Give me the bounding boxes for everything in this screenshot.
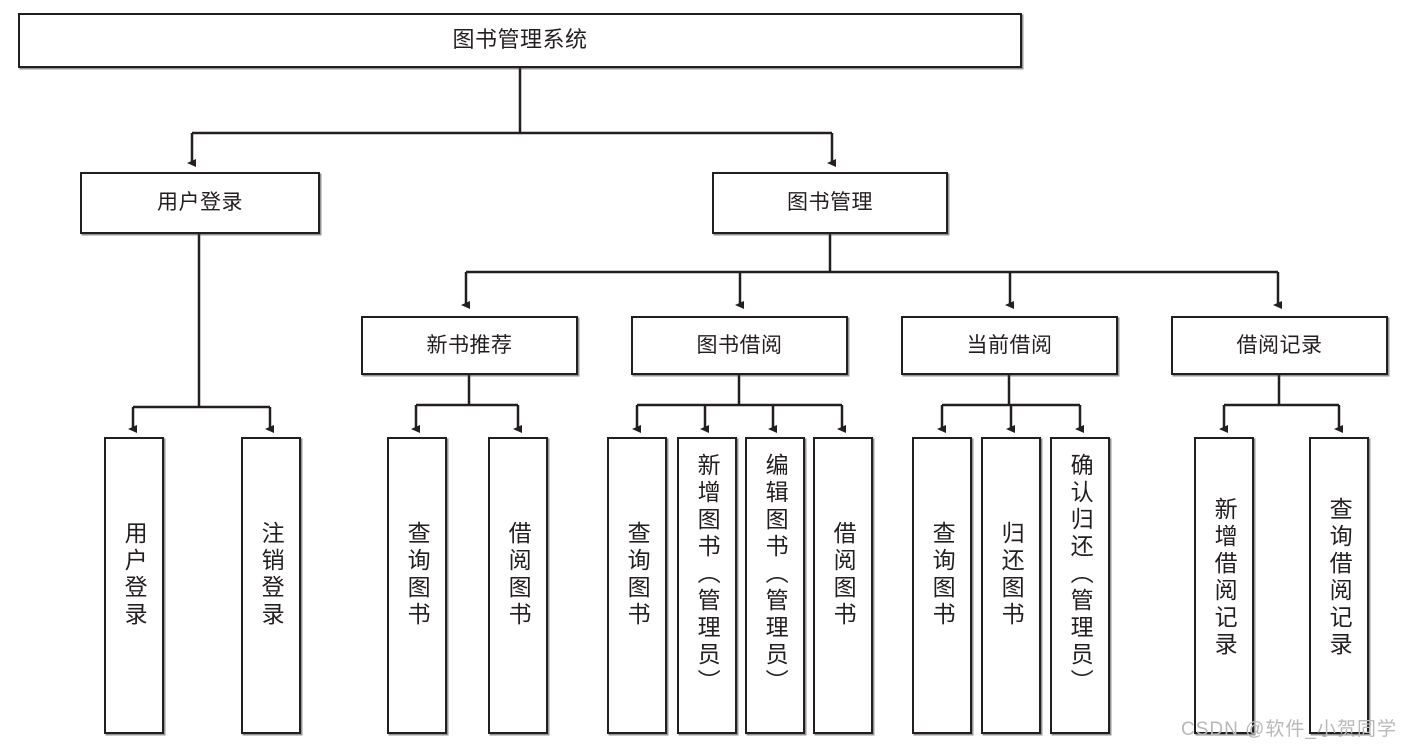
node-label: 图书管理 [787, 191, 873, 215]
leaf-node-user-login[interactable]: 用户登录 [104, 437, 164, 734]
leaf-node-edit-book-admin[interactable]: 编辑图书（管理员） [745, 437, 805, 734]
leaf-node-logout[interactable]: 注销登录 [241, 437, 301, 734]
node-label: 图书管理系统 [452, 27, 588, 53]
node-borrowing-record[interactable]: 借阅记录 [1171, 316, 1388, 375]
leaf-node-query-borrow-record[interactable]: 查询借阅记录 [1309, 437, 1369, 734]
node-label: 注销登录 [258, 521, 285, 629]
node-book-management[interactable]: 图书管理 [712, 172, 948, 234]
leaf-node-add-book-admin[interactable]: 新增图书（管理员） [677, 437, 737, 734]
node-label: 新增图书（管理员） [694, 453, 721, 696]
leaf-node-return-book[interactable]: 归还图书 [981, 437, 1041, 734]
node-label: 新书推荐 [426, 333, 513, 357]
leaf-node-query-book-borrow[interactable]: 查询图书 [607, 437, 667, 734]
node-label: 归还图书 [998, 521, 1025, 629]
node-label: 查询图书 [624, 521, 651, 629]
node-label: 用户登录 [157, 191, 243, 215]
node-label: 查询图书 [929, 521, 956, 629]
node-book-borrowing[interactable]: 图书借阅 [631, 316, 848, 375]
leaf-node-query-book-current[interactable]: 查询图书 [912, 437, 972, 734]
leaf-node-confirm-return-admin[interactable]: 确认归还（管理员） [1050, 437, 1110, 734]
leaf-node-borrow-book-new-rec[interactable]: 借阅图书 [488, 437, 548, 734]
node-label: 确认归还（管理员） [1067, 453, 1094, 696]
node-new-book-recommendation[interactable]: 新书推荐 [361, 316, 578, 375]
node-user-login[interactable]: 用户登录 [80, 172, 320, 234]
node-label: 编辑图书（管理员） [762, 453, 789, 696]
watermark-text: CSDN @软件_小贺同学 [1181, 719, 1397, 740]
leaf-node-add-borrow-record[interactable]: 新增借阅记录 [1194, 437, 1254, 734]
node-label: 借阅图书 [505, 521, 532, 629]
node-label: 查询借阅记录 [1326, 497, 1353, 659]
leaf-node-query-book-new-rec[interactable]: 查询图书 [387, 437, 447, 734]
node-label: 用户登录 [121, 521, 148, 629]
leaf-node-borrow-book[interactable]: 借阅图书 [813, 437, 873, 734]
node-current-borrowing[interactable]: 当前借阅 [901, 316, 1118, 375]
node-label: 当前借阅 [966, 333, 1053, 357]
node-label: 借阅记录 [1236, 333, 1323, 357]
node-label: 图书借阅 [696, 333, 783, 357]
node-root-book-management-system[interactable]: 图书管理系统 [18, 13, 1022, 68]
node-label: 新增借阅记录 [1211, 497, 1238, 659]
node-label: 借阅图书 [830, 521, 857, 629]
node-label: 查询图书 [404, 521, 431, 629]
